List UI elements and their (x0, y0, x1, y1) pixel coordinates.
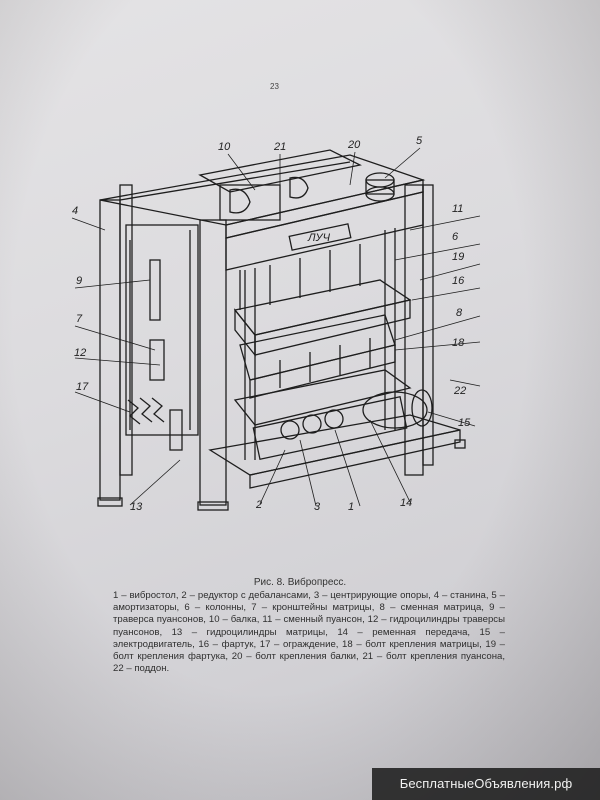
machine-plate (288, 223, 352, 251)
callout-14: 14 (400, 497, 412, 509)
callout-19: 19 (452, 251, 464, 263)
callout-labels: 10 21 20 5 4 11 6 9 19 16 7 8 12 18 22 1… (72, 135, 471, 513)
frame-post-left (99, 199, 121, 501)
top-traverse (225, 191, 424, 271)
callout-9: 9 (76, 275, 82, 287)
callout-22: 22 (453, 385, 466, 397)
callout-13: 13 (130, 501, 143, 513)
callout-3: 3 (314, 501, 321, 513)
figure-caption: Рис. 8. Вибропресс. (253, 577, 347, 588)
callout-10: 10 (218, 141, 231, 153)
site-watermark: БесплатныеОбъявления.рф (372, 768, 600, 800)
figure-legend: 1 – вибростол, 2 – редуктор с дебалансам… (113, 590, 505, 675)
vibropress-drawing: 10 21 20 5 4 11 6 9 19 16 7 8 12 18 22 1… (71, 135, 481, 513)
callout-21: 21 (273, 141, 286, 153)
machine-plate-label: ЛУЧ (307, 232, 331, 244)
callout-4: 4 (72, 205, 78, 217)
callout-15: 15 (458, 417, 471, 429)
callout-2: 2 (255, 499, 262, 511)
callout-12: 12 (74, 347, 86, 359)
callout-1: 1 (348, 501, 354, 513)
callout-11: 11 (452, 203, 463, 215)
callout-8: 8 (456, 307, 463, 319)
callout-20: 20 (347, 139, 361, 151)
callout-18: 18 (452, 337, 465, 349)
frame-post-front (199, 219, 227, 506)
callout-17: 17 (76, 381, 89, 393)
callout-7: 7 (76, 313, 83, 325)
callout-6: 6 (452, 231, 459, 243)
callout-5: 5 (416, 135, 423, 147)
callout-16: 16 (452, 275, 465, 287)
page-number: 23 (270, 82, 279, 91)
